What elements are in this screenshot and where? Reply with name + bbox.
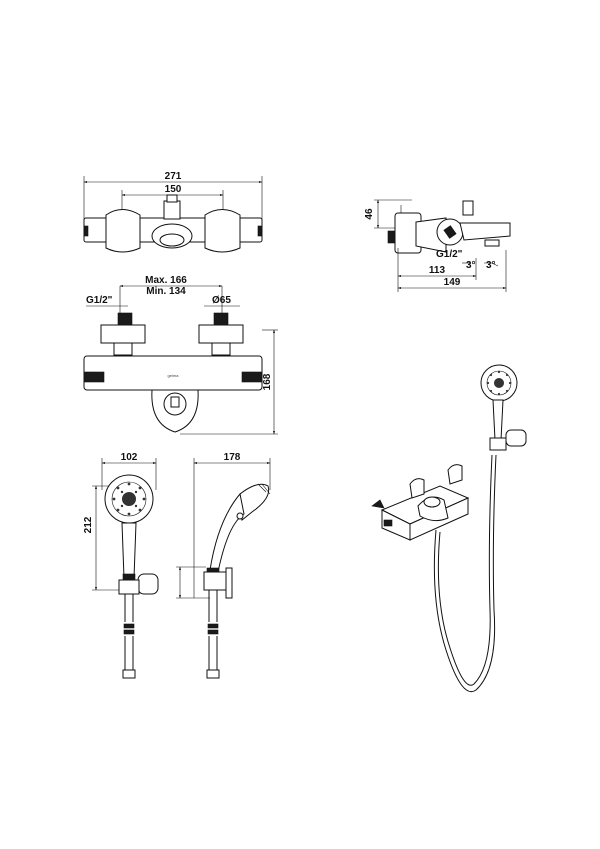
hose-nut (206, 669, 220, 679)
thread-label-front: G1/2" (86, 295, 113, 306)
handle-button (236, 512, 244, 520)
hand-shower-front: 102 212 (83, 452, 159, 679)
thread-connector (387, 230, 396, 244)
dim-label-212: 212 (83, 516, 94, 533)
holder-clamp (118, 579, 140, 595)
shower-handle (121, 522, 137, 579)
spout-outlet (159, 233, 185, 247)
nut-left (113, 342, 133, 356)
top-view: 271 150 (83, 171, 263, 253)
handle-left-front (83, 371, 105, 383)
angle-label-2: 3° (486, 260, 496, 271)
dim-label-168: 168 (262, 373, 273, 390)
perspective-view (371, 364, 527, 693)
eccentric-left (100, 324, 146, 344)
logo-text: gelma (168, 373, 180, 378)
handle-right-front (241, 371, 263, 383)
diverter-cap (166, 194, 178, 203)
spray-center (122, 492, 136, 506)
diverter-persp (423, 496, 441, 508)
dim-label-max: Max. 166 (145, 275, 187, 286)
body-end-cap (83, 225, 89, 237)
hose-break (207, 629, 219, 635)
shower-handle-side (209, 492, 245, 573)
thread-label-side: G1/2" (436, 249, 463, 260)
diverter-inner (170, 396, 180, 408)
flange-left (105, 209, 141, 253)
dim-label-149: 149 (444, 277, 461, 288)
wall-holder-persp (505, 429, 527, 447)
dim-label-min: Min. 134 (146, 286, 186, 297)
dim-label-113: 113 (429, 265, 446, 276)
holder-side (203, 571, 227, 591)
nut-right (211, 342, 231, 356)
front-view: Max. 166 Min. 134 G1/2" Ø65 gelma 168 (83, 275, 278, 435)
spout-aerator (484, 239, 500, 247)
side-view: 46 G1/2" 3° 3° 113 149 (364, 199, 511, 292)
angle-label-1: 3° (466, 260, 476, 271)
shower-hose-inner (437, 454, 493, 686)
handle-arrow (371, 499, 385, 509)
spray-nozzles-persp (486, 370, 512, 396)
hand-shower-side: 178 (176, 452, 271, 679)
shower-hose (433, 454, 497, 693)
handle-lever (443, 225, 457, 239)
thread-left (117, 312, 133, 326)
thread-right (213, 312, 229, 326)
spray-center-persp (494, 378, 504, 388)
angle-mark (484, 262, 499, 267)
spout-side (459, 222, 511, 241)
hose-break (123, 623, 135, 629)
hose-nut (122, 669, 136, 679)
dim-label-46: 46 (364, 208, 375, 220)
wall-mount-side (225, 567, 233, 599)
eccentric-right (198, 324, 244, 344)
dim-label-271: 271 (165, 171, 182, 182)
eccentric-left-persp (409, 478, 425, 499)
flange-diameter-label: Ø65 (212, 295, 231, 306)
body-end-cap (257, 225, 263, 237)
holder-clamp-persp (489, 437, 507, 451)
hose-break (123, 629, 135, 635)
hand-shower-handle-persp (492, 399, 504, 441)
spray-nozzles (112, 482, 146, 516)
spray-face-lines (257, 483, 271, 495)
dim-label-178: 178 (224, 452, 241, 463)
handle-end (383, 519, 393, 527)
diverter-top (462, 200, 474, 216)
spray-ring (111, 481, 147, 517)
dim-label-150: 150 (165, 184, 182, 195)
handle-joint (122, 573, 136, 581)
diverter-stem (163, 200, 181, 220)
flange-right (204, 209, 241, 253)
hose-break (207, 623, 219, 629)
dim-label-102: 102 (121, 452, 138, 463)
shower-head-side (239, 483, 270, 521)
eccentric-right-persp (447, 464, 463, 485)
wall-holder (137, 573, 159, 595)
